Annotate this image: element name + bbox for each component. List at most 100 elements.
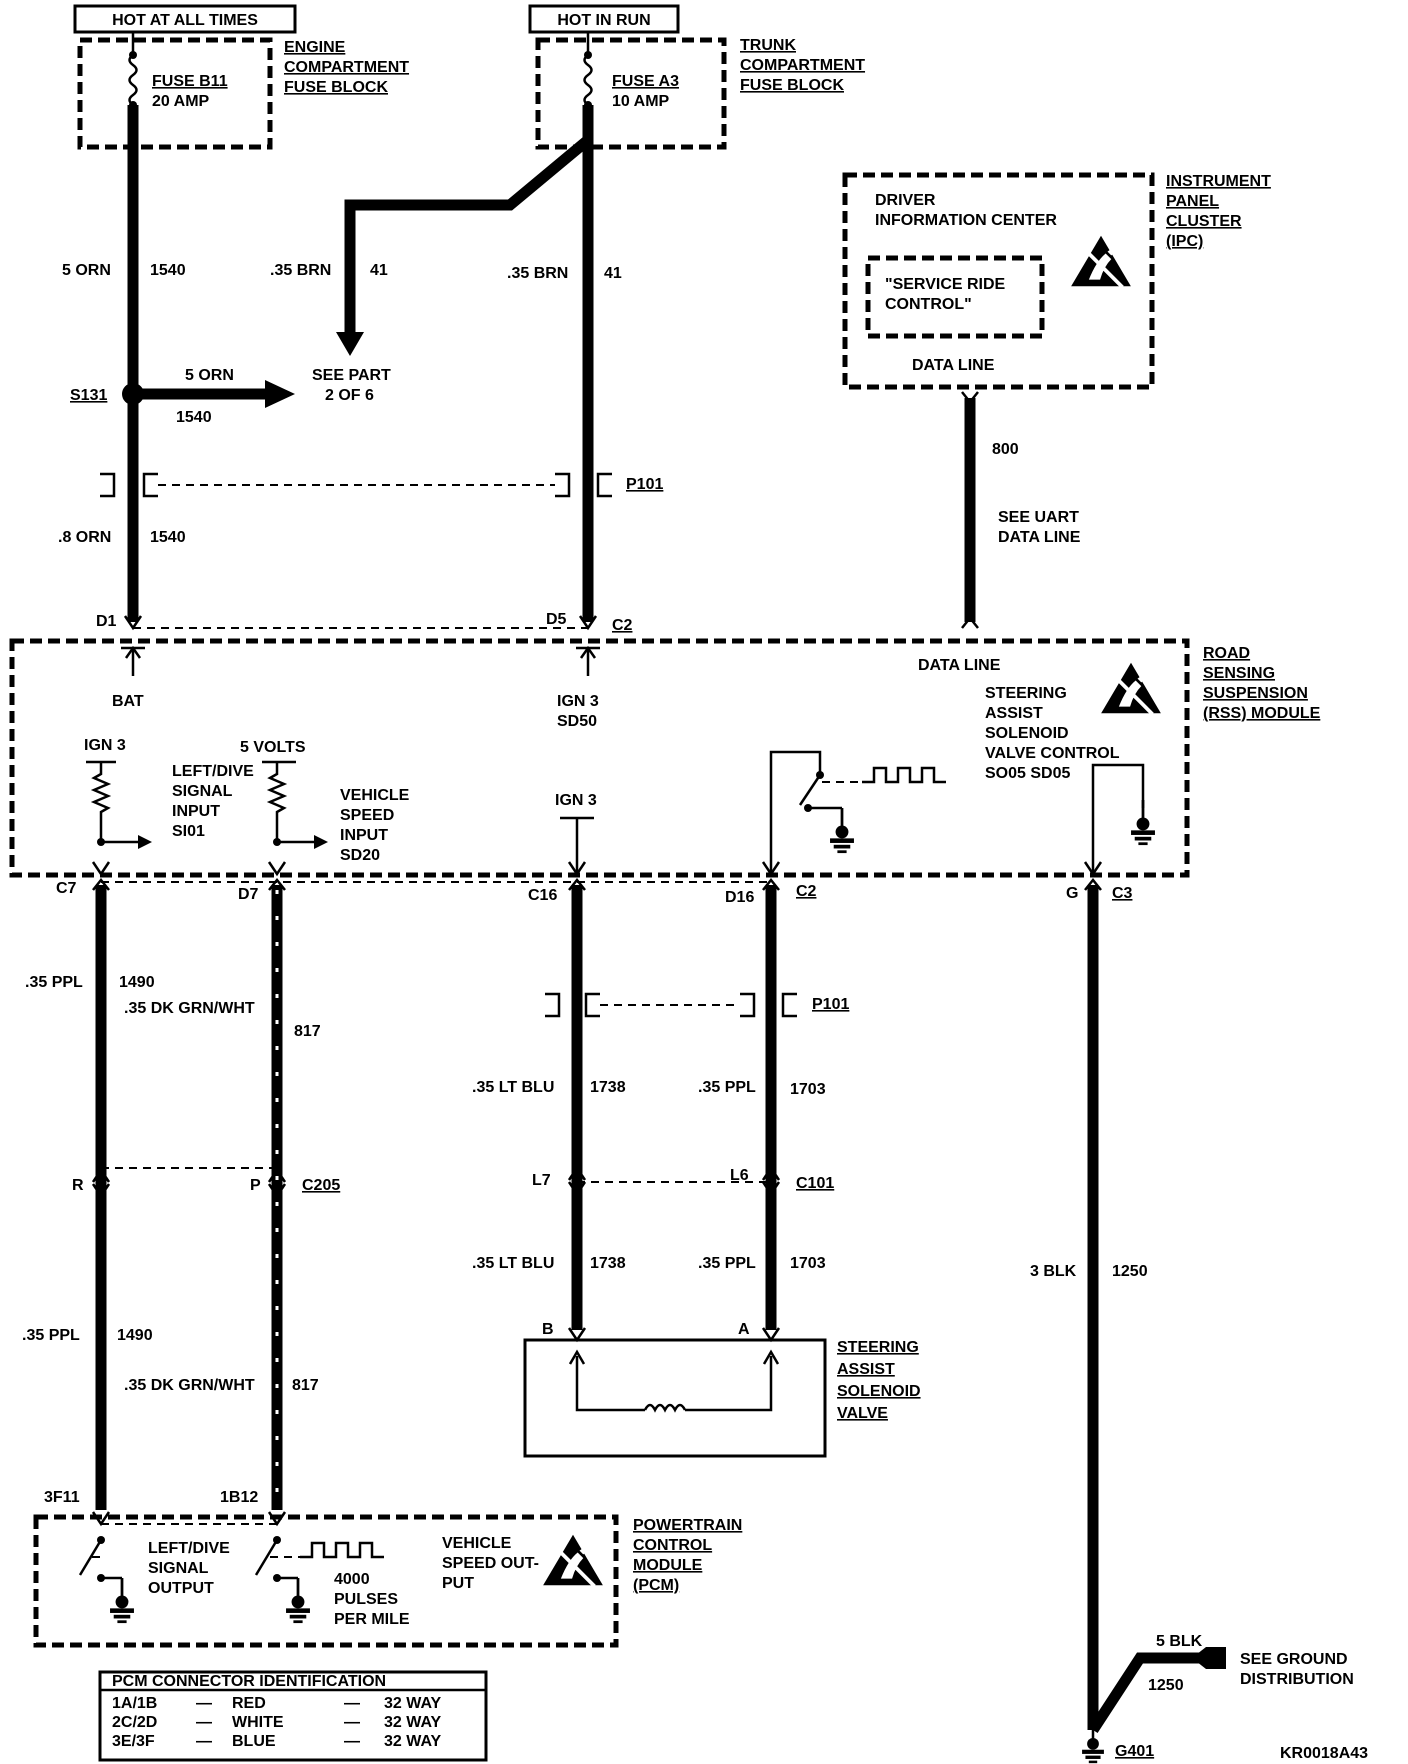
arrow-right-icon	[265, 380, 295, 408]
left-dive-output-switch	[78, 1539, 103, 1576]
table-row-3-dash-a: —	[196, 1733, 212, 1750]
wire-41-to-part2	[344, 135, 592, 335]
pin-g: G	[1066, 885, 1078, 902]
fuse-b11-label: FUSE B11	[152, 73, 228, 90]
left-dive-out-2: SIGNAL	[148, 1560, 209, 1577]
pcm-connector-table	[98, 1670, 488, 1762]
w1490b-num: 1490	[117, 1327, 153, 1344]
solenoid-driver-circuit	[769, 750, 822, 872]
vss-out-2: SPEED OUT-	[442, 1555, 539, 1572]
wire-41a-color: .35 BRN	[270, 262, 331, 279]
ipc-label-1: INSTRUMENT	[1166, 173, 1271, 190]
wire-41a-num: 41	[370, 262, 388, 279]
connector-c205	[91, 1167, 287, 1199]
rss-label-3: SUSPENSION	[1203, 685, 1308, 702]
pcm-label-1: POWERTRAIN	[633, 1517, 742, 1534]
engine-fuse-block-outline	[77, 37, 273, 150]
steering-label-3: SOLENOID	[985, 725, 1069, 742]
c101-label: C101	[796, 1175, 834, 1192]
w1490a-color: .35 PPL	[25, 974, 83, 991]
ign3-b-label: IGN 3	[555, 792, 597, 809]
splice-s131-label: S131	[70, 387, 107, 404]
vss-out-1: VEHICLE	[442, 1535, 512, 1552]
p101-bot-label: P101	[812, 996, 849, 1013]
engine-fuse-block-label-2: COMPARTMENT	[284, 59, 409, 76]
rss-module-outline	[9, 638, 1190, 878]
table-row-2-dash-b: —	[344, 1714, 360, 1731]
table-row-1-color: RED	[232, 1695, 266, 1712]
ipc-data-line: DATA LINE	[912, 357, 995, 374]
w1490b-color: .35 PPL	[22, 1327, 80, 1344]
wire-41b-color: .35 BRN	[507, 265, 568, 282]
ipc-label-2: PANEL	[1166, 193, 1219, 210]
engine-fuse-block-label-1: ENGINE	[284, 39, 346, 56]
pin-r: R	[72, 1177, 84, 1194]
solenoid-label-3: SOLENOID	[837, 1383, 921, 1400]
hot-in-run-box: HOT IN RUN	[528, 4, 680, 34]
steering-label-1: STEERING	[985, 685, 1067, 702]
vss-output-switch	[254, 1539, 279, 1576]
pin-l6: L6	[730, 1167, 749, 1184]
arrow-right-icon	[138, 835, 152, 849]
trunk-fuse-block-label-3: FUSE BLOCK	[740, 77, 844, 94]
steering-solenoid-valve	[523, 1338, 827, 1458]
pin-c16: C16	[528, 887, 557, 904]
table-row-3-conn: 3E/3F	[112, 1733, 155, 1750]
arrow-left-icon	[1192, 1647, 1226, 1669]
wire-800-num: 800	[992, 441, 1019, 458]
pin-d1: D1	[96, 613, 117, 630]
fuse-a3-label: FUSE A3	[612, 73, 679, 90]
w817a-num: 817	[294, 1023, 321, 1040]
connector-c3: C3	[1112, 885, 1133, 902]
solenoid-coil-icon	[643, 1403, 687, 1413]
figure-id: KR0018A43	[1280, 1745, 1368, 1762]
vss-in-1: VEHICLE	[340, 787, 410, 804]
esd-warning-icon	[541, 1532, 605, 1588]
w1703b-num: 1703	[790, 1255, 826, 1272]
fuse-a3-icon	[583, 53, 593, 107]
ground-icon	[284, 1578, 312, 1624]
connector-p101-top	[100, 472, 612, 498]
table-title: PCM CONNECTOR IDENTIFICATION	[112, 1673, 386, 1690]
pwm-waveform-icon	[862, 766, 946, 784]
trunk-fuse-block-outline	[535, 37, 727, 150]
branch-color: 5 ORN	[185, 367, 234, 384]
pulses-1: 4000	[334, 1571, 370, 1588]
solenoid-label-2: ASSIST	[837, 1361, 895, 1378]
pin-d5: D5	[546, 611, 567, 628]
table-row-2-conn: 2C/2D	[112, 1714, 157, 1731]
left-dive-in-2: SIGNAL	[172, 783, 233, 800]
w1250-color: 3 BLK	[1030, 1263, 1077, 1280]
pcm-label-2: CONTROL	[633, 1537, 712, 1554]
trunk-fuse-block-label-1: TRUNK	[740, 37, 796, 54]
rss-ground-return	[1091, 763, 1145, 872]
hot-at-all-times-box: HOT AT ALL TIMES	[73, 4, 297, 34]
pin-d16: D16	[725, 889, 754, 906]
branch-num: 1540	[176, 409, 212, 426]
hot-at-all-times-label: HOT AT ALL TIMES	[112, 12, 258, 29]
ign3-a-label: IGN 3	[84, 737, 126, 754]
table-row-1-size: 32 WAY	[384, 1695, 442, 1712]
table-row-3-dash-b: —	[344, 1733, 360, 1750]
see-ground-1: SEE GROUND	[1240, 1651, 1348, 1668]
bat-label: BAT	[112, 693, 144, 710]
arrow-right-icon	[314, 835, 328, 849]
ign3-sd50-2: SD50	[557, 713, 597, 730]
pin-a: A	[738, 1321, 750, 1338]
ground-icon	[108, 1578, 136, 1624]
rss-label-2: SENSING	[1203, 665, 1275, 682]
pcm-label-3: MODULE	[633, 1557, 703, 1574]
left-dive-out-3: OUTPUT	[148, 1580, 214, 1597]
ground-icon	[1129, 800, 1157, 846]
engine-fuse-block-label-3: FUSE BLOCK	[284, 79, 388, 96]
table-row-2-size: 32 WAY	[384, 1714, 442, 1731]
pin-c7: C7	[56, 880, 77, 897]
driver-switch	[798, 774, 822, 806]
five-volts-label: 5 VOLTS	[240, 739, 306, 756]
w1738a-color: .35 LT BLU	[472, 1079, 554, 1096]
vss-in-4: SD20	[340, 847, 380, 864]
connector-c2-bot: C2	[796, 883, 817, 900]
pin-l7: L7	[532, 1172, 551, 1189]
vss-out-3: PUT	[442, 1575, 474, 1592]
rss-label-1: ROAD	[1203, 645, 1250, 662]
